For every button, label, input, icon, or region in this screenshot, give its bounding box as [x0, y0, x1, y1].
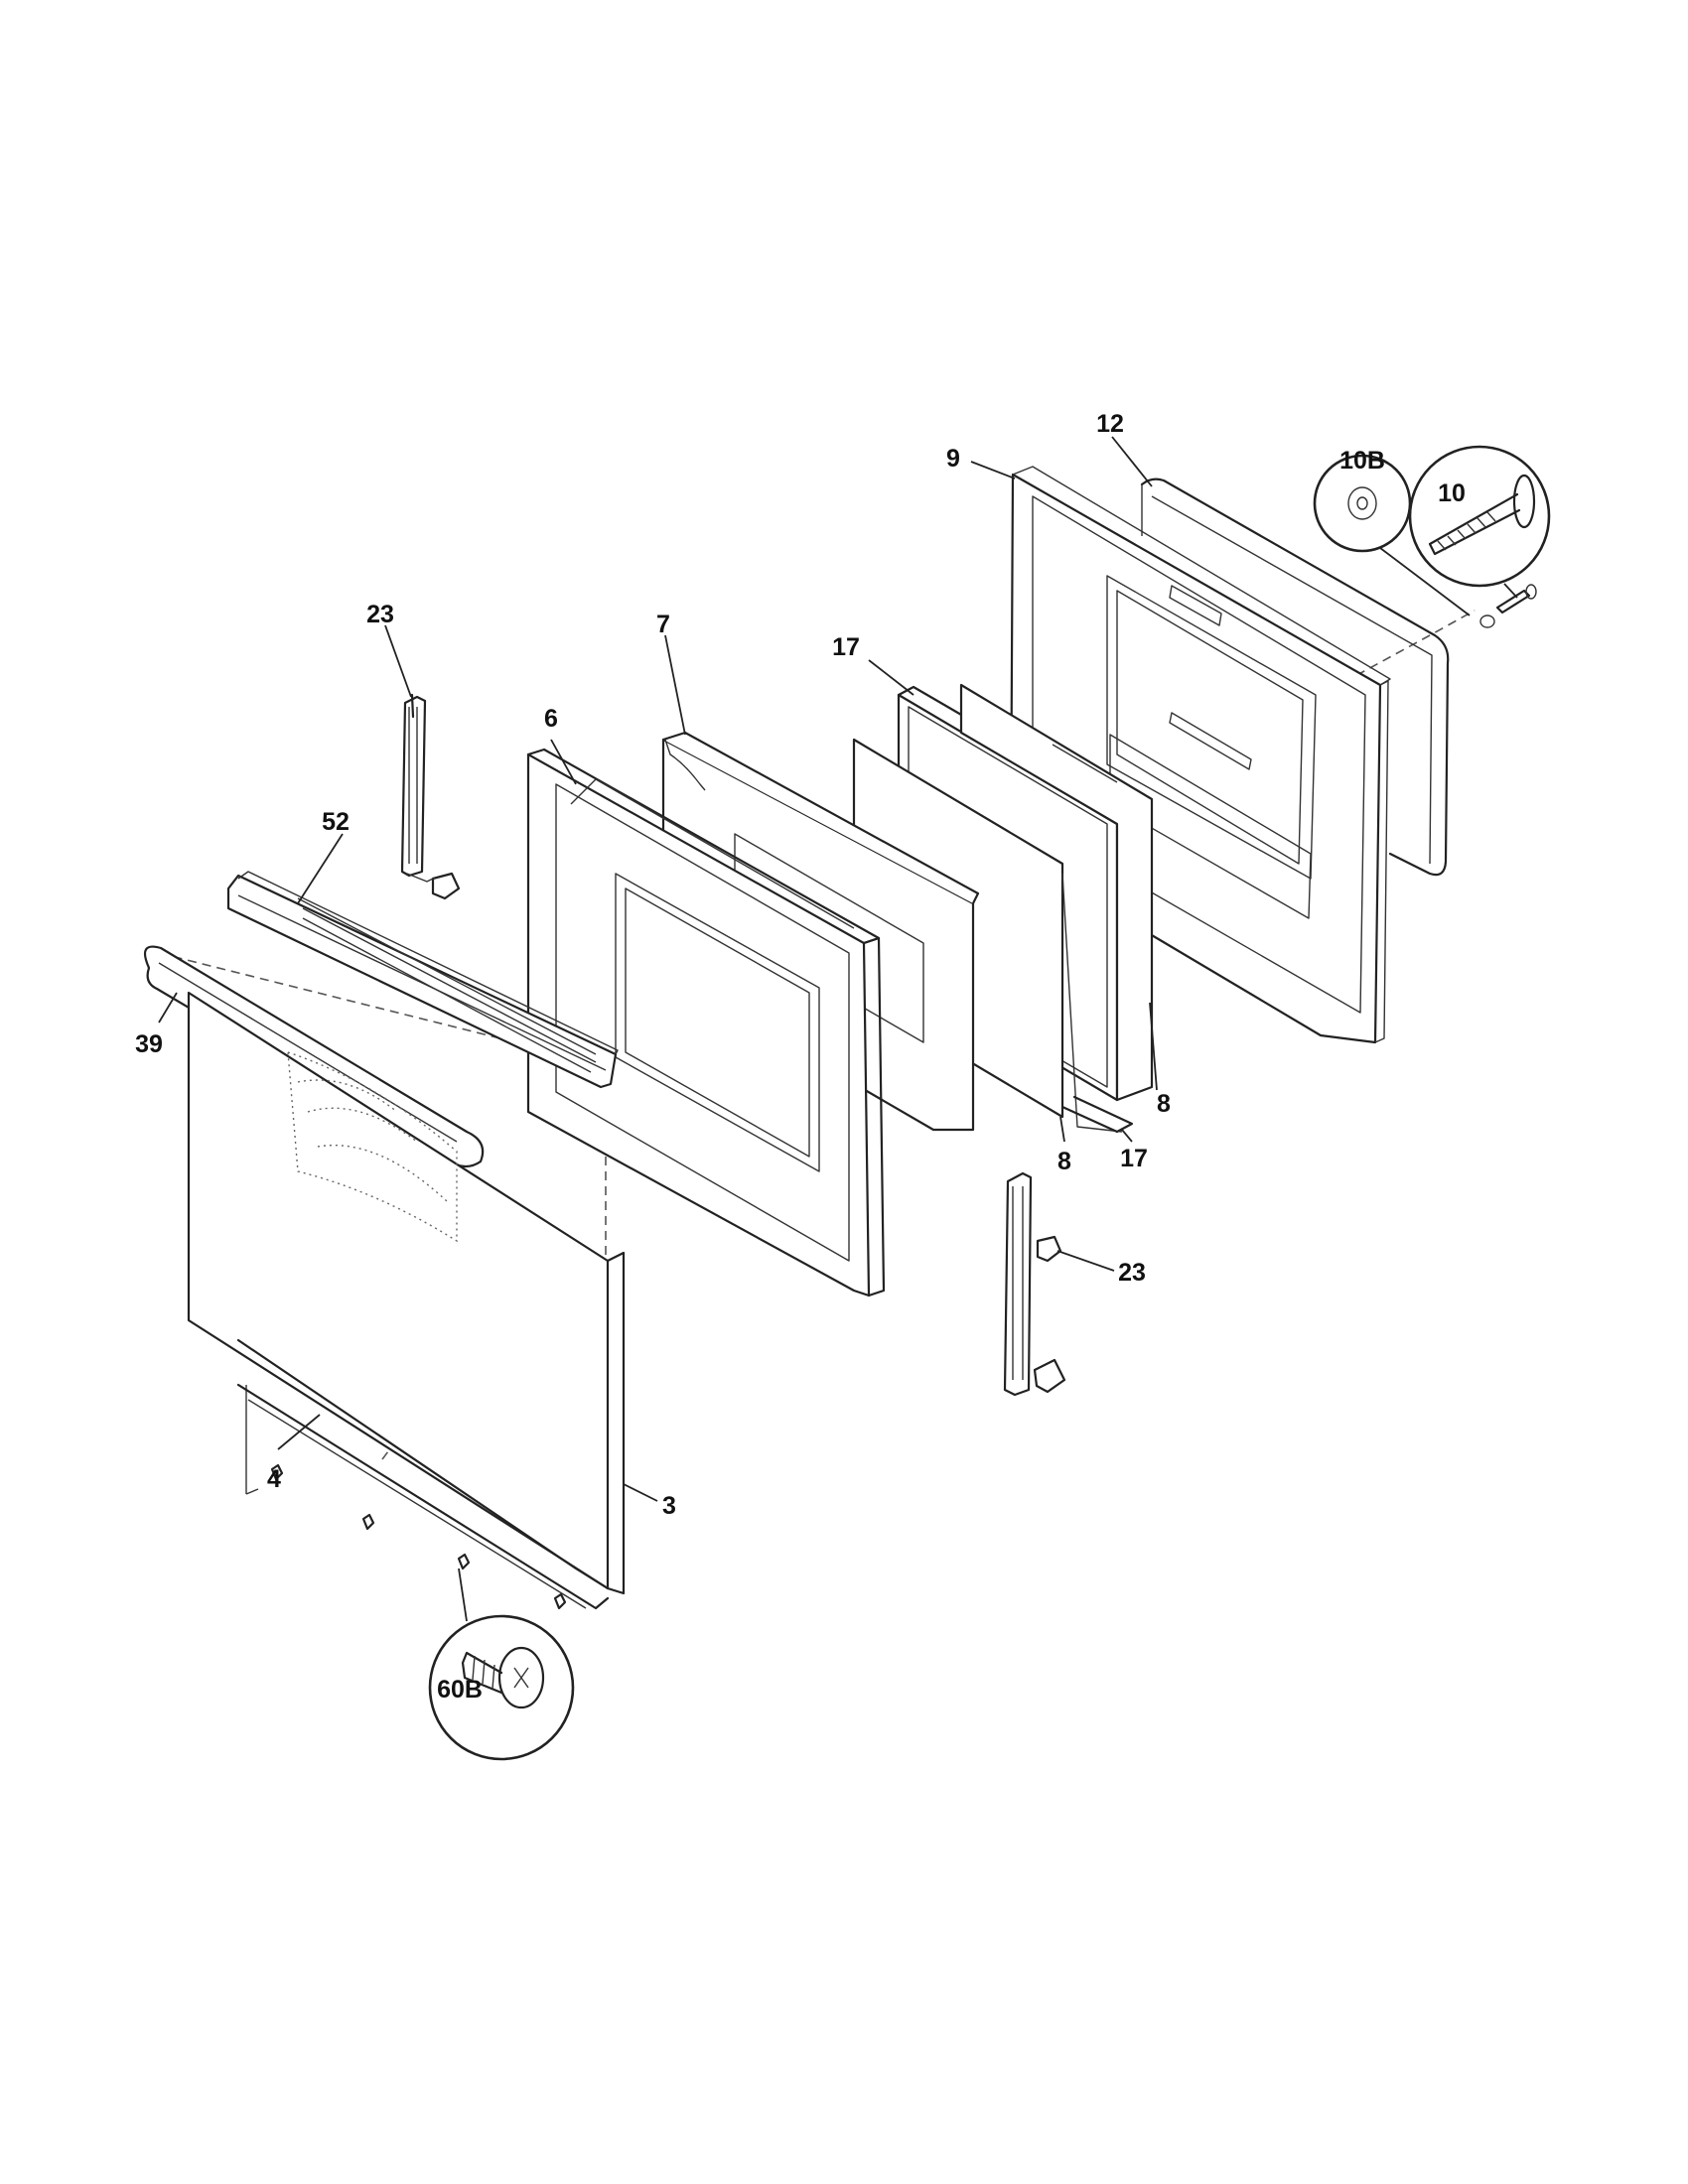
callout-17-top: 17 — [832, 633, 860, 661]
callout-12: 12 — [1096, 410, 1124, 438]
callout-4: 4 — [267, 1465, 281, 1493]
callout-52: 52 — [322, 808, 350, 836]
callout-23-bottom: 23 — [1118, 1259, 1146, 1287]
callout-10: 10 — [1438, 479, 1466, 507]
callout-39: 39 — [135, 1030, 163, 1058]
part-3-outer-door-panel — [187, 991, 626, 1595]
screw-fasteners — [270, 1463, 567, 1610]
callout-7: 7 — [656, 611, 670, 638]
part-17-window-pack-front — [1060, 873, 1134, 1134]
part-23-hinge-bottom — [1003, 1171, 1066, 1397]
assembly-axis-lower — [381, 1419, 413, 1460]
part-10-screw-detail — [1408, 445, 1551, 614]
callout-6: 6 — [544, 705, 558, 733]
part-10B-washer-detail — [1313, 454, 1495, 628]
part-23-hinge-top — [400, 693, 461, 900]
part-52-door-trim — [226, 871, 619, 1089]
callout-9: 9 — [946, 445, 960, 473]
leader-lines — [158, 436, 1158, 1502]
callout-60B: 60B — [437, 1676, 483, 1704]
callout-10B: 10B — [1339, 447, 1385, 475]
part-6-inner-door-frame — [526, 748, 886, 1297]
callout-3: 3 — [662, 1492, 676, 1520]
callout-8-right: 8 — [1157, 1090, 1171, 1118]
part-60B-screw-detail — [428, 1568, 575, 1761]
part-4-lower-trim — [236, 1383, 610, 1610]
callout-23-top: 23 — [366, 601, 394, 628]
callout-8-mid: 8 — [1057, 1148, 1071, 1175]
callout-17-bottom: 17 — [1120, 1145, 1148, 1172]
part-12-door-gasket — [1140, 478, 1450, 877]
part-39-door-handle — [143, 945, 485, 1168]
